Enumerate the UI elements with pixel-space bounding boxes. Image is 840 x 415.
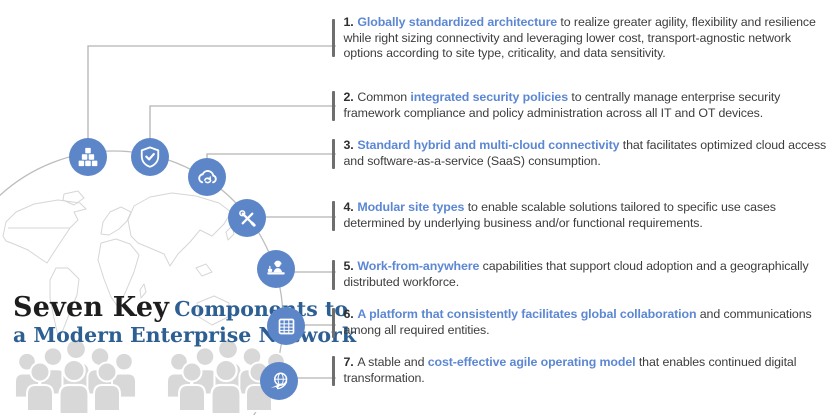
globe-plane-icon <box>260 362 298 400</box>
shield-check-icon <box>131 138 169 176</box>
item-highlight: Standard hybrid and multi-cloud connecti… <box>357 138 620 152</box>
component-item: 5.Work-from-anywhere capabilities that s… <box>332 259 832 290</box>
item-number: 2. <box>343 90 354 104</box>
item-text: 1.Globally standardized architecture to … <box>343 15 816 60</box>
item-highlight: Modular site types <box>357 200 465 214</box>
item-text: 4.Modular site types to enable scalable … <box>343 200 776 230</box>
item-text: 2.Common integrated security policies to… <box>343 90 781 120</box>
item-text: 5.Work-from-anywhere capabilities that s… <box>343 259 809 289</box>
item-number: 1. <box>343 15 354 29</box>
component-item: 1.Globally standardized architecture to … <box>332 15 832 62</box>
component-item: 7.A stable and cost-effective agile oper… <box>332 355 832 386</box>
title-primary: Seven Key <box>13 292 170 323</box>
item-highlight: Globally standardized architecture <box>357 15 558 29</box>
item-number: 6. <box>343 307 354 321</box>
item-highlight: Work-from-anywhere <box>357 259 480 273</box>
component-item: 3.Standard hybrid and multi-cloud connec… <box>332 138 832 169</box>
component-item: 2.Common integrated security policies to… <box>332 90 832 121</box>
item-accent-bar <box>332 307 335 338</box>
item-accent-bar <box>332 200 335 231</box>
collaboration-grid-icon <box>267 307 305 345</box>
item-number: 7. <box>343 355 354 369</box>
world-map <box>2 190 235 337</box>
item-highlight: cost-effective agile operating model <box>427 355 636 369</box>
cloud-sync-icon <box>188 158 226 196</box>
item-highlight: A platform that consistently facilitates… <box>357 307 697 321</box>
item-number: 3. <box>343 138 354 152</box>
item-highlight: integrated security policies <box>410 90 569 104</box>
component-item: 6.A platform that consistently facilitat… <box>332 307 832 338</box>
item-accent-bar <box>332 355 335 386</box>
item-text: 6.A platform that consistently facilitat… <box>343 307 812 337</box>
crowd-illustration <box>14 338 289 415</box>
remote-worker-icon <box>257 250 295 288</box>
item-accent-bar <box>332 138 335 169</box>
item-text: 3.Standard hybrid and multi-cloud connec… <box>343 138 827 168</box>
item-accent-bar <box>332 90 335 121</box>
title-accent-line1: Components to <box>174 297 349 321</box>
item-accent-bar <box>332 259 335 290</box>
item-accent-bar <box>332 19 335 58</box>
item-text: 7.A stable and cost-effective agile oper… <box>343 355 797 385</box>
page-title: Seven Key Components to a Modern Enterpr… <box>13 292 356 347</box>
component-item: 4.Modular site types to enable scalable … <box>332 200 832 231</box>
crossed-tools-icon <box>228 199 266 237</box>
item-number: 4. <box>343 200 354 214</box>
item-number: 5. <box>343 259 354 273</box>
sitemap-icon <box>69 138 107 176</box>
